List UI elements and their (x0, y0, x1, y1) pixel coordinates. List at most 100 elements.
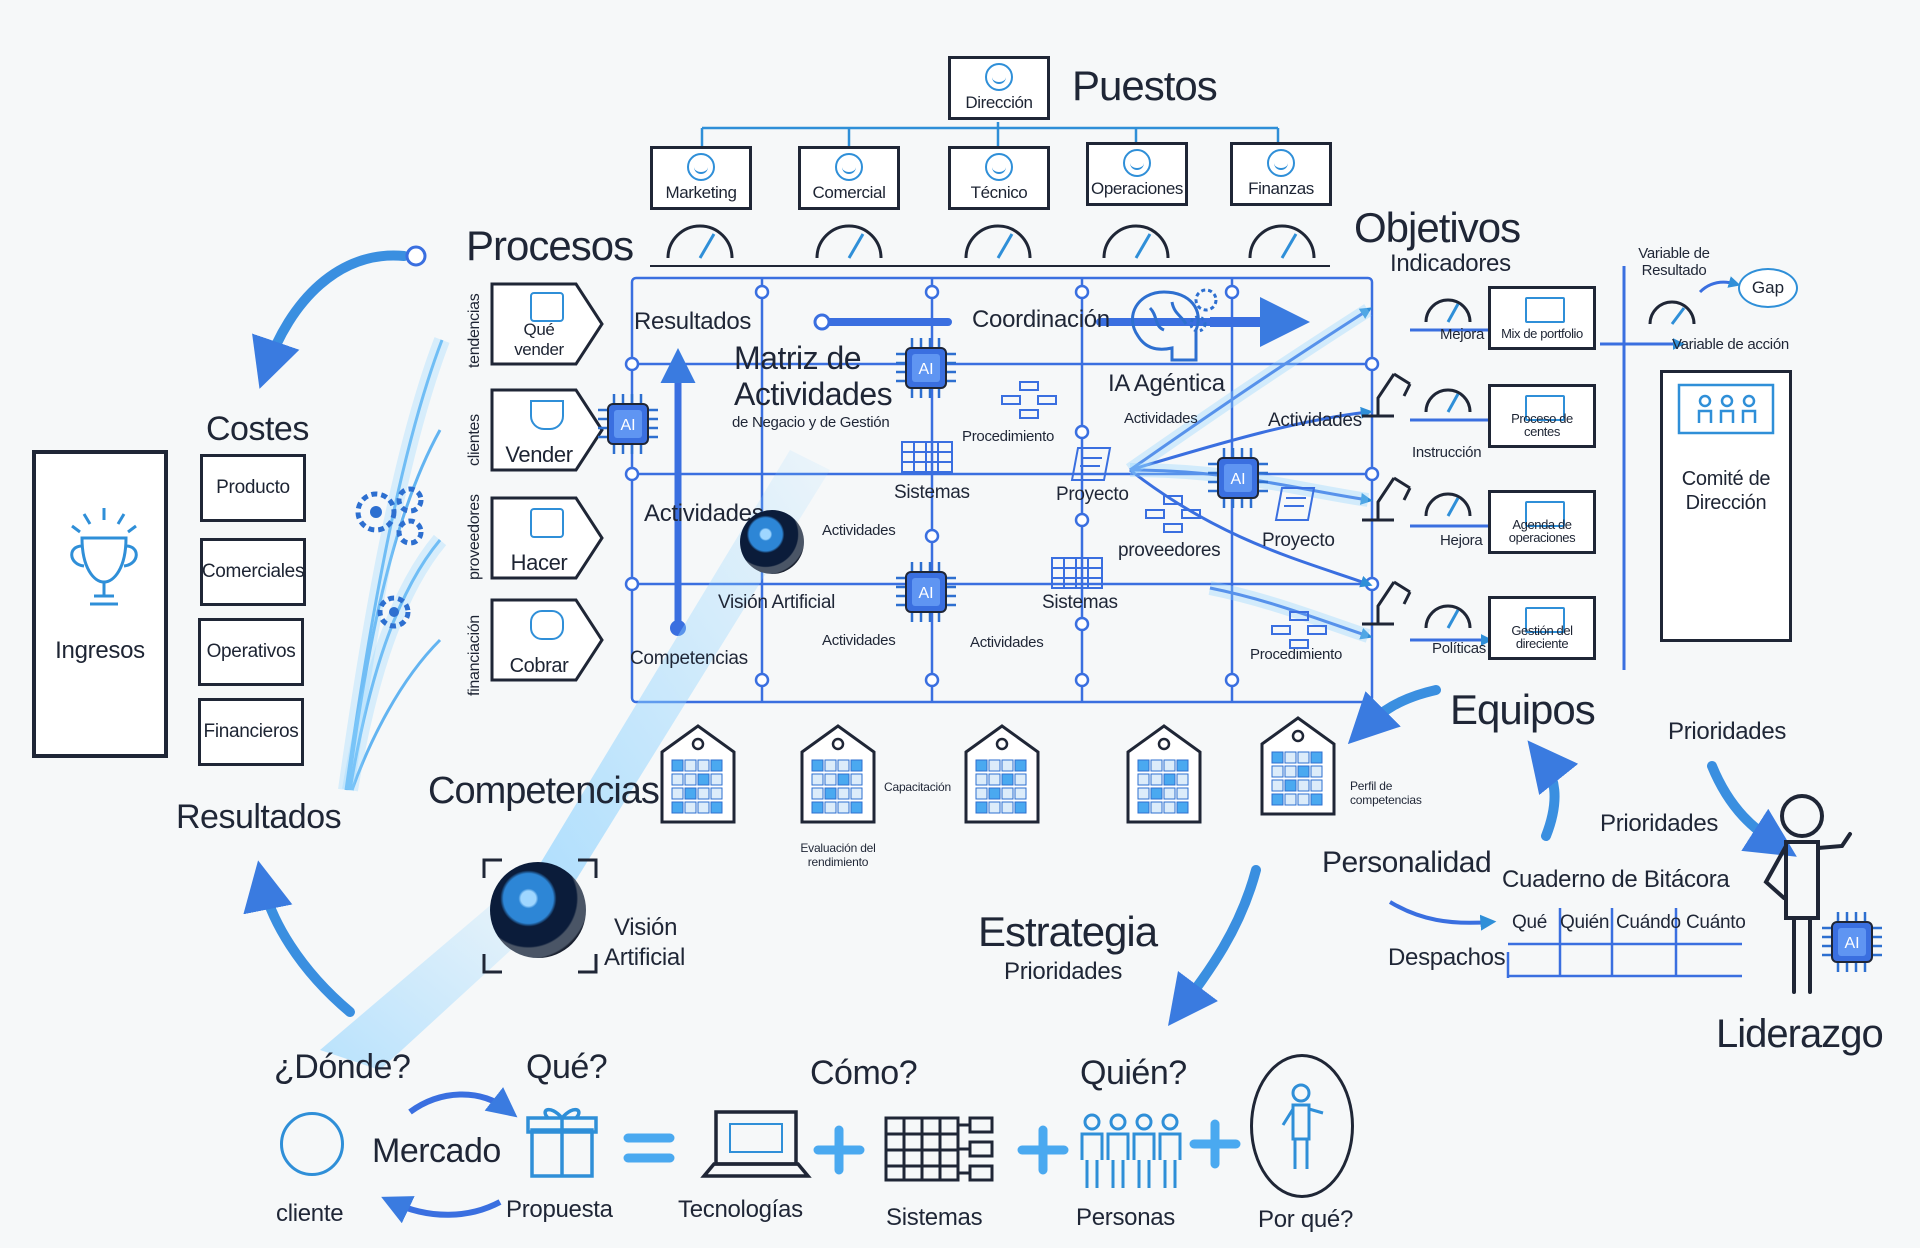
process-cobrar[interactable]: Cobrar (492, 600, 604, 686)
resultados-label: Resultados (176, 798, 342, 836)
coordinacion-label: Coordinación (972, 306, 1110, 333)
matrix-actividades-b2: Actividades (970, 634, 1044, 651)
cost-comerciales[interactable]: Comerciales (200, 538, 306, 606)
camera-frame-icon (482, 858, 598, 974)
bitacora-col-quien: Quién (1560, 912, 1610, 933)
evaluacion-label: Evaluación del rendimiento (800, 841, 876, 869)
ai-chip-label: AI (1230, 471, 1245, 488)
process-category-clientes: clientes (466, 414, 483, 466)
capacitacion-label: Capacitación (884, 780, 951, 794)
cost-operativos[interactable]: Operativos (198, 618, 304, 686)
ia-agentica-sub: Actividades (1124, 410, 1198, 427)
comite-de-direccion-box[interactable]: Comité de Dirección (1660, 370, 1792, 642)
person-icon (1281, 1083, 1324, 1169)
bitacora-title: Cuaderno de Bitácora (1502, 866, 1730, 893)
flowchart-icon (1145, 495, 1201, 533)
process-shapes (490, 282, 604, 682)
smiley-icon (280, 1112, 344, 1176)
ai-chip-icon: AI (894, 336, 958, 405)
team-meeting-icon (1677, 383, 1775, 435)
grid-icon (901, 441, 953, 473)
smiley-icon (985, 63, 1013, 91)
role-tecnico[interactable]: Técnico (948, 146, 1050, 210)
propuesta-label: Propuesta (506, 1196, 613, 1223)
objetivo-tag-hejora: Hejora (1440, 532, 1483, 549)
role-operaciones[interactable]: Operaciones (1086, 142, 1188, 206)
person-pointing-icon (1763, 794, 1852, 994)
puestos-title: Puestos (1072, 62, 1218, 109)
ia-agentica-label: IA Agéntica (1108, 370, 1225, 397)
cliente-label: cliente (276, 1200, 344, 1227)
why-oval (1250, 1054, 1354, 1198)
prioridades-label: Prioridades (1668, 718, 1787, 745)
prioridades-label-2: Prioridades (1600, 810, 1719, 837)
equation-signs (623, 1119, 1241, 1175)
cost-producto[interactable]: Producto (200, 454, 306, 522)
objetivo-gestion-del-direciente[interactable]: Gestión del direciente (1488, 596, 1596, 660)
competencias-title: Competencias (428, 770, 660, 812)
document-icon (1274, 487, 1316, 521)
que-label: Qué? (526, 1048, 608, 1086)
flowchart-icon (1271, 611, 1327, 649)
role-comercial[interactable]: Comercial (798, 146, 900, 210)
ai-chip-label: AI (918, 585, 933, 602)
matrix-vision-artificial: Visión Artificial (718, 592, 836, 613)
vision-artificial-line1: Visión (614, 914, 678, 941)
matrix-resultados: Resultados (634, 308, 752, 335)
bitacora-col-cuando: Cuándo (1616, 912, 1681, 933)
robot-arm-icons (1362, 372, 1412, 626)
ai-chip-icon: AI (596, 392, 660, 461)
ai-chip-label: AI (918, 361, 933, 378)
ai-chip-label: AI (620, 417, 635, 434)
matrix-procedimiento-1: Procedimiento (962, 428, 1054, 445)
personas-label: Personas (1076, 1204, 1175, 1231)
tecnologias-label: Tecnologías (678, 1196, 803, 1223)
matrix-sistemas-2: Sistemas (1042, 592, 1118, 613)
indicadores-label: Indicadores (1390, 250, 1511, 277)
bitacora-col-que: Qué (1512, 912, 1548, 933)
cost-financieros[interactable]: Financieros (198, 698, 304, 766)
matrix-procedimiento-2: Procedimiento (1250, 646, 1342, 663)
coins-icon (530, 610, 564, 640)
vision-beam (500, 450, 830, 930)
process-vender[interactable]: Vender (492, 390, 604, 476)
equipos-title: Equipos (1450, 686, 1596, 733)
process-category-financiacion: financiación (466, 615, 483, 696)
objetivo-tag-instruccion: Instrucción (1412, 444, 1482, 461)
ingresos-box[interactable]: Ingresos (32, 450, 168, 758)
ai-chip-icon: AI (894, 560, 958, 629)
smiley-icon (985, 153, 1013, 181)
role-finanzas[interactable]: Finanzas (1230, 142, 1332, 206)
estrategia-title: Estrategia (978, 908, 1158, 955)
objetivo-tag-mejora: Mejora (1440, 326, 1485, 343)
process-que-vender[interactable]: Qué vender (492, 282, 604, 368)
org-chart-tag (798, 722, 878, 826)
process-hacer[interactable]: Hacer (492, 498, 604, 584)
perfil-label: Perfil de competencias (1350, 779, 1422, 807)
ai-chip-icon: AI (1206, 446, 1270, 515)
monitor-icon (1525, 607, 1565, 633)
despachos-label: Despachos (1388, 944, 1506, 971)
vision-artificial-line2: Artificial (604, 944, 686, 971)
bitacora-table-lines (1506, 908, 1742, 978)
role-direccion[interactable]: Dirección (948, 56, 1050, 120)
matrix-actividades-left: Actividades (644, 500, 764, 527)
liderazgo-label: Liderazgo (1716, 1012, 1884, 1056)
matrix-subtitle: de Negacio y de Gestión (732, 414, 890, 431)
objetivo-agenda-de-operaciones[interactable]: Agenda de operaciones (1488, 490, 1596, 554)
objetivo-mix-de-portfolio[interactable]: Mix de portfolio (1488, 286, 1596, 350)
gauge-icon (1648, 300, 1696, 325)
bitacora-col-cuanto: Cuánto (1686, 912, 1746, 933)
matrix-actividades-mid: Actividades (822, 522, 896, 539)
matrix-proyecto-1: Proyecto (1056, 484, 1129, 505)
por-que-label: Por qué? (1258, 1206, 1354, 1233)
matrix-title-line2: Actividades (734, 376, 893, 412)
org-chart-tag (1124, 722, 1204, 826)
gift-icon (526, 1107, 598, 1178)
variable-de-accion: Variable de acción (1672, 336, 1789, 353)
role-marketing[interactable]: Marketing (650, 146, 752, 210)
objetivo-proceso-de-centes[interactable]: Proceso de centes (1488, 384, 1596, 448)
org-chart-tag (1258, 714, 1338, 818)
chart-icon (1525, 297, 1565, 323)
agent-beams (1129, 307, 1373, 640)
